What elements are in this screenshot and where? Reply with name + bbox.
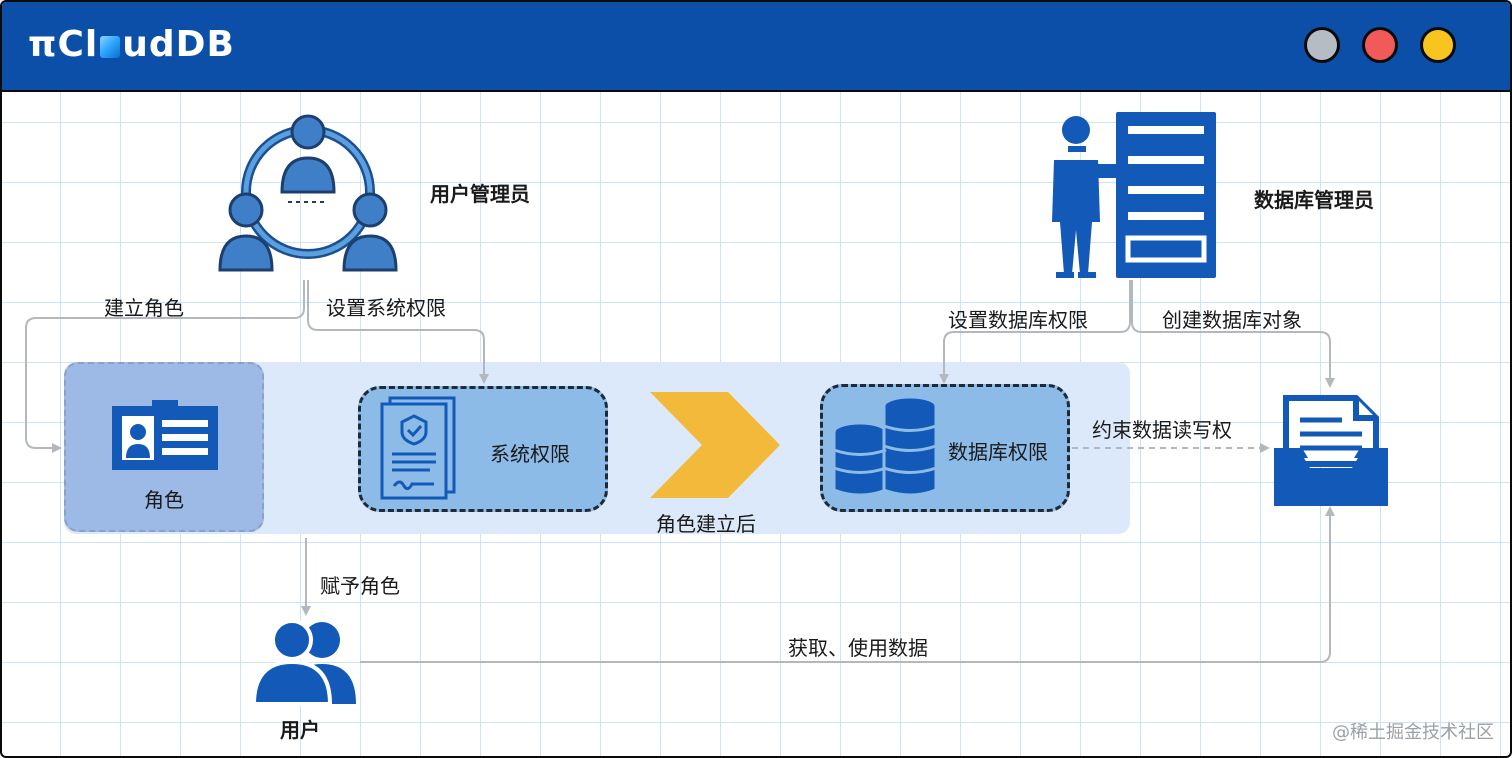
user-admin-label: 用户管理员 xyxy=(430,182,530,206)
edge-create-db-object xyxy=(1131,280,1335,388)
red-window-dot[interactable] xyxy=(1362,27,1398,63)
edge-label-create-role: 建立角色 xyxy=(104,296,184,320)
brand-mid: Cl xyxy=(57,24,99,65)
server-admin-icon xyxy=(1052,112,1216,278)
brand-suffix: udDB xyxy=(122,24,235,65)
role-label: 角色 xyxy=(144,488,184,512)
id-card-icon xyxy=(112,400,218,470)
db-admin-label: 数据库管理员 xyxy=(1254,188,1374,212)
edge-label-set-system-perm: 设置系统权限 xyxy=(326,296,446,320)
system-perm-label: 系统权限 xyxy=(490,442,570,466)
gray-window-dot[interactable] xyxy=(1304,27,1340,63)
edge-access-data xyxy=(360,506,1335,663)
user-label: 用户 xyxy=(280,718,320,742)
document-folder-icon[interactable] xyxy=(1272,388,1390,508)
yellow-window-dot[interactable] xyxy=(1420,27,1456,63)
users-icon xyxy=(251,619,356,706)
edge-label-access-data: 获取、使用数据 xyxy=(788,636,928,660)
cube-icon xyxy=(100,36,121,58)
db-perm-label: 数据库权限 xyxy=(948,440,1048,464)
edge-set-db-perm xyxy=(939,280,1131,384)
database-stack-icon xyxy=(832,395,938,497)
team-circle-icon xyxy=(218,114,398,272)
edge-label-assign-role: 赋予角色 xyxy=(320,574,400,598)
edge-label-constrain-rw: 约束数据读写权 xyxy=(1092,418,1232,442)
edge-set-system-perm xyxy=(307,280,489,384)
certificate-document-icon xyxy=(380,396,456,500)
watermark: @稀土掘金技术社区 xyxy=(1332,722,1494,743)
edge-label-set-db-perm: 设置数据库权限 xyxy=(948,308,1088,332)
brand-prefix: π xyxy=(28,24,58,65)
edge-create-role xyxy=(25,280,305,453)
chevron-right-icon xyxy=(650,392,780,498)
edge-label-after-role-created: 角色建立后 xyxy=(656,512,756,536)
edge-label-create-db-object: 创建数据库对象 xyxy=(1162,308,1302,332)
